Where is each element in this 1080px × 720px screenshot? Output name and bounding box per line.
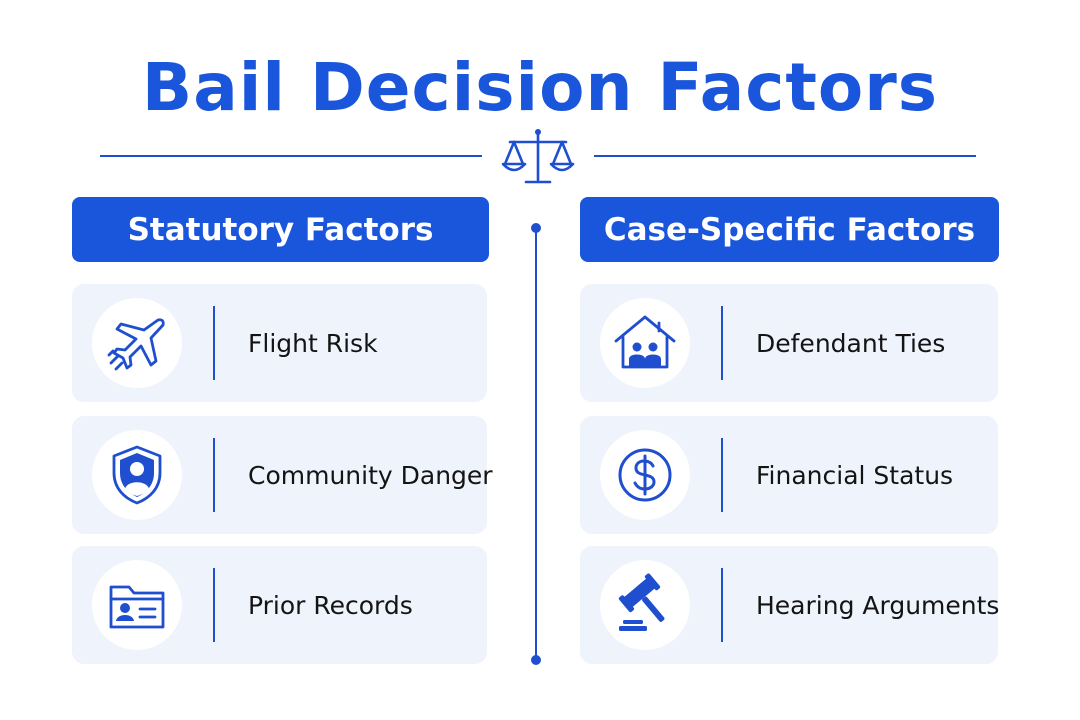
factor-card-financial-status: Financial Status (580, 416, 998, 534)
factor-card-community-danger: Community Danger (72, 416, 493, 534)
center-divider-top-dot (531, 223, 541, 233)
factor-label: Hearing Arguments (756, 590, 1000, 620)
house-family-icon (614, 315, 676, 369)
factor-label: Financial Status (756, 460, 954, 490)
center-divider-bottom-dot (531, 655, 541, 665)
page-title: Bail Decision Factors (141, 49, 939, 126)
icon-badge (600, 298, 690, 388)
factor-card-prior-records: Prior Records (72, 546, 487, 664)
icon-badge (92, 430, 182, 520)
icon-badge (600, 560, 690, 650)
icon-badge (92, 560, 182, 650)
factor-label: Prior Records (248, 590, 413, 620)
scales-of-justice-icon (501, 129, 575, 184)
gavel-icon (618, 573, 665, 631)
card-divider (721, 438, 723, 512)
case-specific-factors-header: Case-Specific Factors (580, 197, 999, 262)
factor-label: Flight Risk (248, 328, 378, 358)
card-divider (721, 306, 723, 380)
factor-label: Community Danger (248, 460, 493, 490)
title-divider-right (594, 155, 976, 157)
factor-card-flight-risk: Flight Risk (72, 284, 487, 402)
statutory-factors-header: Statutory Factors (72, 197, 489, 262)
factor-card-hearing-arguments: Hearing Arguments (580, 546, 1000, 664)
factor-label: Defendant Ties (756, 328, 946, 358)
dollar-coin-icon (618, 448, 672, 502)
card-divider (721, 568, 723, 642)
card-divider (213, 568, 215, 642)
shield-person-icon (112, 445, 162, 505)
airplane-icon (107, 318, 165, 371)
center-divider (535, 228, 537, 660)
icon-badge (92, 298, 182, 388)
factor-card-defendant-ties: Defendant Ties (580, 284, 998, 402)
card-divider (213, 438, 215, 512)
icon-badge (600, 430, 690, 520)
title-divider-left (100, 155, 482, 157)
card-divider (213, 306, 215, 380)
folder-id-icon (109, 585, 165, 629)
